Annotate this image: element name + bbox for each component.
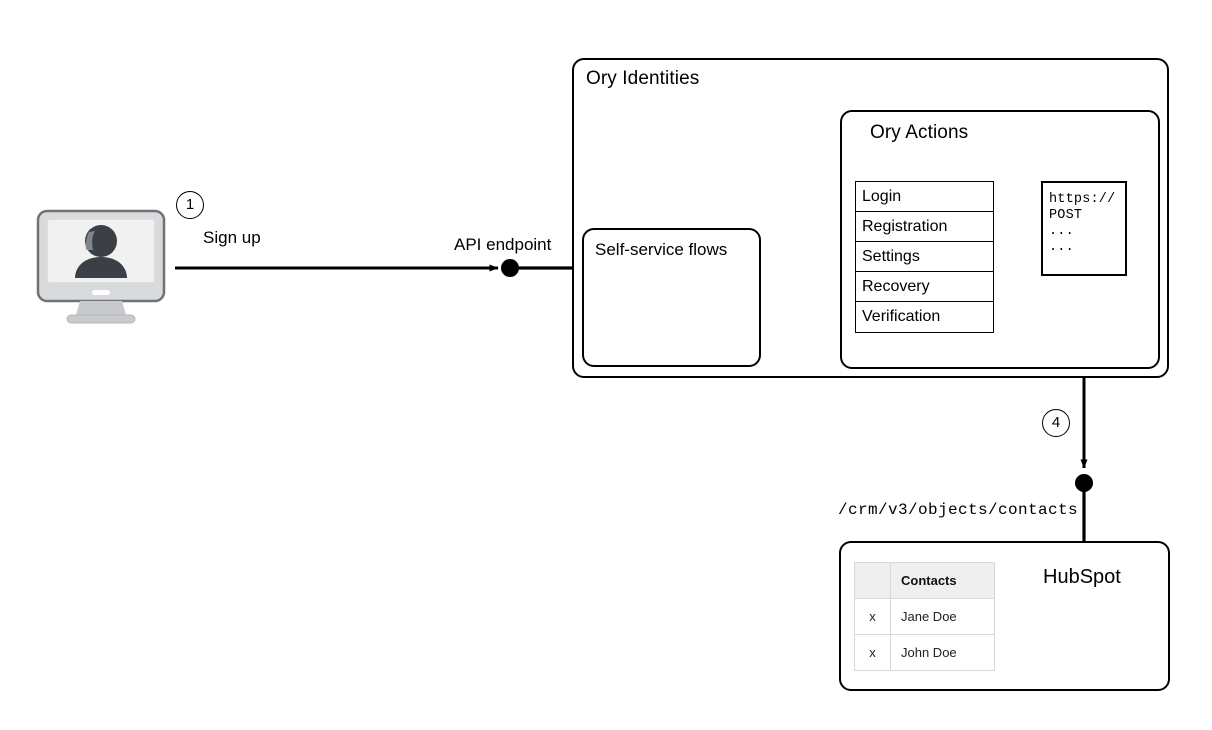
table-row[interactable]: x Jane Doe — [854, 598, 995, 635]
webhook-line-url: https:// — [1049, 192, 1116, 207]
api-endpoint-dot — [501, 259, 519, 277]
contact-name: John Doe — [890, 634, 995, 671]
webhook-line-method: POST — [1049, 208, 1083, 223]
webhook-line-ellipsis-1: ... — [1049, 224, 1074, 239]
flow-list-item-verification[interactable]: Verification — [856, 302, 993, 332]
crm-path-label: /crm/v3/objects/contacts — [838, 501, 1079, 519]
ory-actions-title: Ory Actions — [870, 122, 969, 143]
flow-list-item-recovery[interactable]: Recovery — [856, 272, 993, 302]
contact-name: Jane Doe — [890, 598, 995, 635]
api-endpoint-label: API endpoint — [454, 235, 552, 254]
webhook-code-box: https:// POST ... ... — [1041, 181, 1127, 276]
table-header-mark — [854, 562, 891, 599]
flow-list-item-login[interactable]: Login — [856, 182, 993, 212]
user-monitor-icon — [36, 209, 166, 324]
hubspot-title: HubSpot — [1043, 566, 1121, 588]
table-header-row: Contacts — [854, 562, 995, 599]
signup-label: Sign up — [203, 228, 261, 247]
contact-mark: x — [854, 634, 891, 671]
flow-list-item-registration[interactable]: Registration — [856, 212, 993, 242]
self-service-flows-title: Self-service flows — [595, 240, 728, 259]
self-service-flow-list: Login Registration Settings Recovery Ver… — [855, 181, 994, 333]
step-circle-4: 4 — [1042, 409, 1070, 437]
self-service-flows-box — [582, 228, 761, 367]
contacts-table: Contacts x Jane Doe x John Doe — [854, 562, 995, 671]
ory-identities-title: Ory Identities — [586, 68, 700, 89]
flow-list-item-settings[interactable]: Settings — [856, 242, 993, 272]
contact-mark: x — [854, 598, 891, 635]
table-header-contacts: Contacts — [890, 562, 995, 599]
webhook-line-ellipsis-2: ... — [1049, 240, 1074, 255]
table-row[interactable]: x John Doe — [854, 634, 995, 671]
step-circle-1: 1 — [176, 191, 204, 219]
